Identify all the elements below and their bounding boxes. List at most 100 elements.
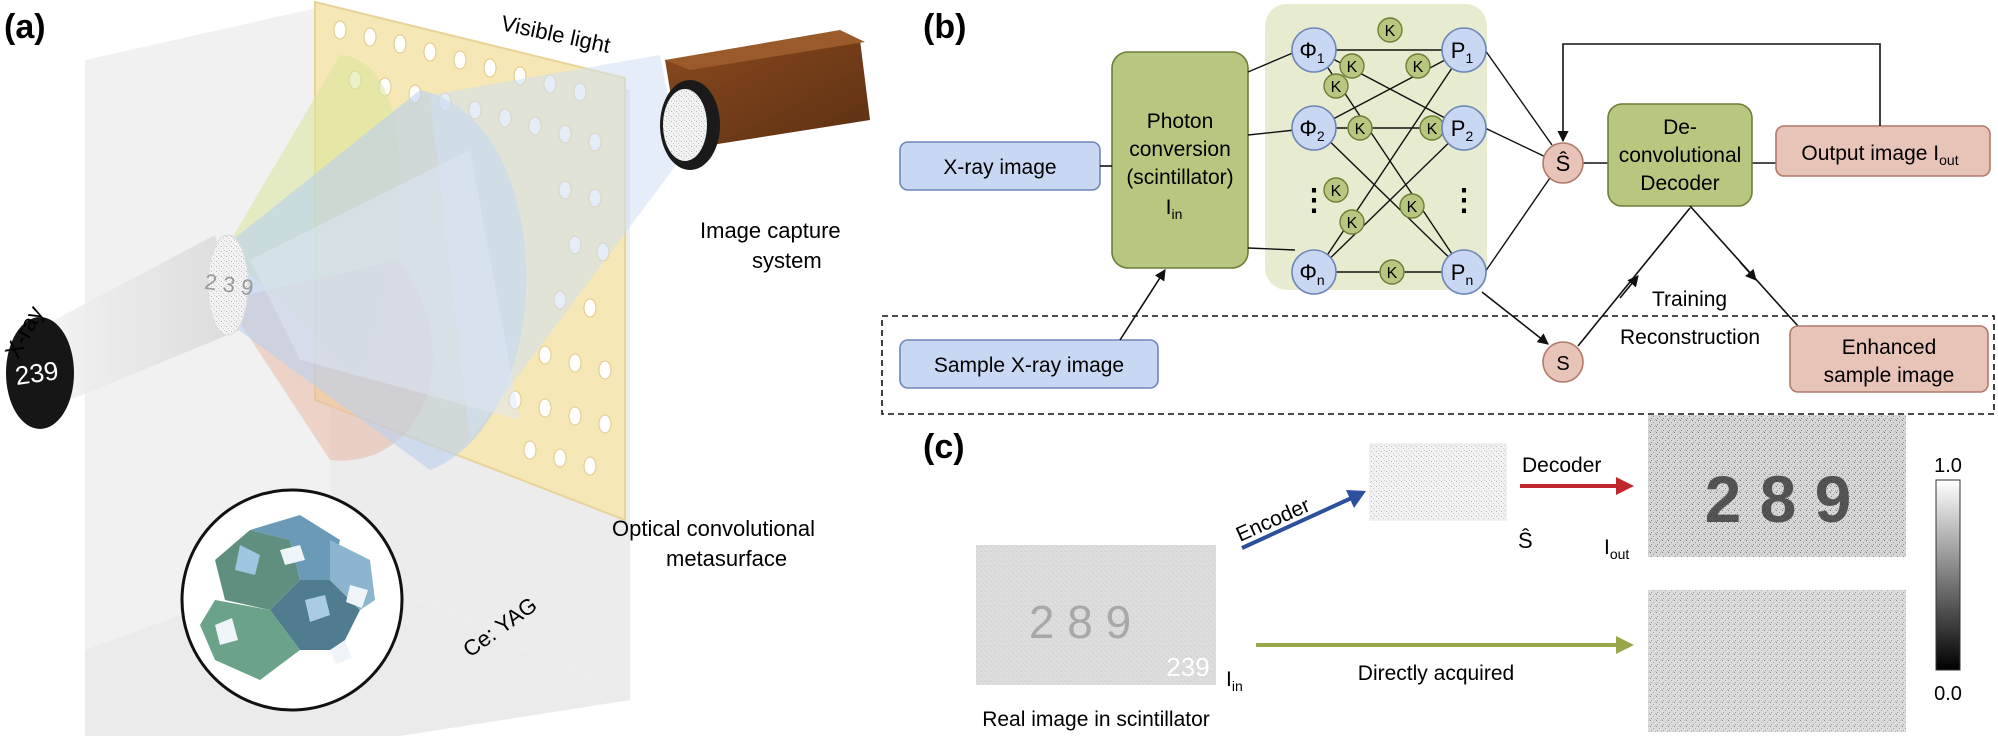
output-decoded-digits: 2 8 9 [1705, 462, 1852, 536]
direct-noisy-image [1648, 590, 1906, 732]
output-image-box [1775, 125, 1991, 177]
s-to-decoder-head [1619, 275, 1639, 299]
p-node-2: P2 [1441, 105, 1487, 151]
output-iout: Iout [1604, 536, 1629, 562]
enhanced-image-box [1789, 325, 1989, 393]
metasurface-label-2: metasurface [666, 546, 787, 571]
capture-label-2: system [752, 248, 822, 273]
kernel-node: K [1399, 193, 1425, 219]
kernel-node: K [1323, 73, 1349, 99]
decoder-line-2: convolutional [1619, 144, 1742, 167]
svg-text:Φ1: Φ1 [1299, 38, 1325, 66]
decoder-arrowhead [1616, 477, 1634, 495]
kernel-node: K [1419, 115, 1445, 141]
network-edges [1247, 49, 1776, 273]
enhanced-line-1: Enhanced [1842, 336, 1937, 359]
reconstruction-label: Reconstruction [1620, 326, 1760, 349]
kernel-node: K [1347, 115, 1373, 141]
phi-node-2: Φ2 [1291, 105, 1337, 151]
photon-iin: Iin [1166, 196, 1183, 222]
encoder-arrow [1241, 494, 1357, 550]
direct-arrowhead [1616, 636, 1634, 654]
real-image-caption: Real image in scintillator [982, 708, 1210, 731]
sample-xray-box [899, 339, 1159, 389]
s-label: S [1556, 353, 1569, 375]
kernel-node: K [1379, 259, 1405, 285]
photon-line-1: Photon [1147, 110, 1214, 133]
phi-node-n: Φn [1291, 249, 1337, 295]
decoder-line-1: De- [1663, 116, 1697, 139]
training-label: Training [1652, 288, 1727, 311]
kernel-nodes: K K K K K K K K K K [1323, 17, 1445, 285]
kernel-node: K [1339, 53, 1365, 79]
sample-to-conversion-arrow [1119, 269, 1166, 341]
kernel-node: K [1323, 177, 1349, 203]
svg-text:K: K [1385, 23, 1396, 40]
kernel-node: K [1339, 209, 1365, 235]
xray-beam [45, 235, 240, 400]
panel-b-label: (b) [923, 8, 966, 46]
colorbar-max: 1.0 [1934, 455, 1962, 477]
output-image-label: Output image Iout [1801, 142, 1958, 168]
panel-c-label: (c) [923, 428, 965, 466]
kernel-node: K [1405, 53, 1431, 79]
s-node [1542, 341, 1584, 383]
feedback-loop [1557, 43, 1881, 143]
svg-text:K: K [1387, 265, 1398, 282]
crystal-structure [200, 515, 375, 680]
xray-image-label: X-ray image [943, 156, 1056, 179]
training-region [881, 315, 1995, 415]
phi-ellipsis: ⋮ [1299, 184, 1329, 217]
colorbar [1935, 479, 1961, 671]
camera-lens-face [663, 89, 707, 161]
panel-a: (a) 2 3 9 239 [0, 0, 870, 736]
phi-node-1: Φ1 [1291, 27, 1337, 73]
output-decoded-image [1648, 415, 1906, 557]
svg-text:K: K [1355, 121, 1366, 138]
svg-text:K: K [1331, 79, 1342, 96]
sample-coin [6, 317, 74, 429]
network-background [1265, 4, 1487, 290]
kernel-node: K [1377, 17, 1403, 43]
svg-text:K: K [1331, 183, 1342, 200]
s-hat-node [1542, 142, 1584, 184]
camera-top [665, 30, 865, 70]
decoder-to-enhanced-head [1739, 261, 1757, 281]
svg-text:K: K [1347, 59, 1358, 76]
sample-xray-label: Sample X-ray image [934, 354, 1124, 377]
real-image-texture [976, 545, 1216, 685]
decoder-box [1607, 103, 1753, 207]
scintillator-disk [207, 234, 249, 336]
encoded-image [1369, 443, 1507, 521]
encoder-arrowhead [1346, 490, 1366, 508]
pn-to-s-arrow [1481, 291, 1549, 345]
decoder-label: Decoder [1522, 454, 1601, 477]
panel-b: (b) X-ray image Sample X-ray image Photo… [881, 4, 1995, 415]
photon-line-3: (scintillator) [1126, 166, 1233, 189]
real-image-digits: 2 8 9 [1029, 596, 1131, 648]
photon-conversion-box [1111, 51, 1249, 269]
s-hat-label: Ŝ [1556, 151, 1571, 176]
svg-text:K: K [1413, 59, 1424, 76]
metasurface-label-1: Optical convolutional [612, 516, 815, 541]
p-node-n: Pn [1441, 249, 1487, 295]
svg-text:P2: P2 [1451, 116, 1474, 144]
svg-text:P1: P1 [1451, 38, 1474, 66]
colorbar-min: 0.0 [1934, 683, 1962, 705]
real-image-stamp: 239 [1166, 652, 1209, 682]
svg-text:Φ2: Φ2 [1299, 116, 1325, 144]
p-node-1: P1 [1441, 27, 1487, 73]
panel-a-label: (a) [4, 8, 46, 46]
sample-number: 239 [13, 355, 60, 391]
photon-line-2: conversion [1129, 138, 1231, 161]
svg-text:Pn: Pn [1451, 260, 1473, 288]
svg-text:K: K [1427, 121, 1438, 138]
decoder-line-3: Decoder [1640, 172, 1719, 195]
direct-label: Directly acquired [1358, 662, 1514, 685]
svg-text:K: K [1347, 215, 1358, 232]
svg-text:K: K [1407, 199, 1418, 216]
enhanced-line-2: sample image [1824, 364, 1955, 387]
p-ellipsis: ⋮ [1449, 184, 1479, 217]
panel-c: (c) 2 8 9 239 Iin Real image in scintill… [923, 415, 1962, 732]
